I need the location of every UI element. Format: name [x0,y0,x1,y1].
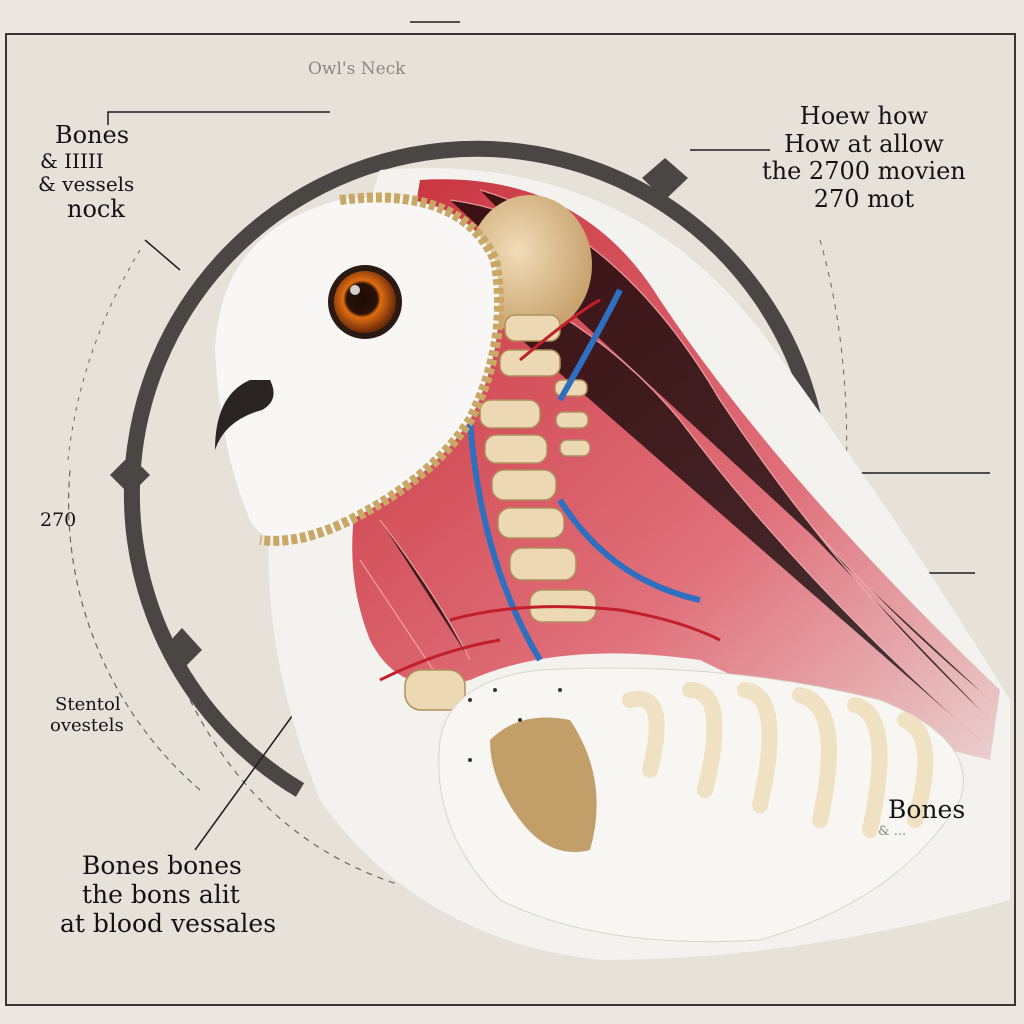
owl-beak [215,380,274,450]
label-top-right: Hoew how How at allow the 2700 movien 27… [762,102,966,213]
label-mid-left: Stentol ovestels [50,694,124,736]
blood-vessels [467,288,701,662]
label-line: Stentol [55,694,121,715]
label-line: Hoew how [799,102,928,130]
label-line: Bones [888,795,966,824]
cervical-vertebrae [404,314,597,711]
label-line: 270 mot [813,184,915,213]
label-line: How at allow [783,129,944,158]
label-line: nock [67,194,125,223]
label-line: the bons alit [82,879,240,909]
label-bottom-right: Bones & ... [878,795,966,840]
label-line: ovestels [50,714,124,736]
ring-marker-bottom-left [162,628,202,670]
owl-head [215,192,505,546]
label-line: & vessels [38,171,135,196]
label-line: the 2700 movien [762,157,966,186]
label-line: & IIIII [40,148,104,173]
label-line: Bones bones [82,851,242,880]
diagram-title: Owl's Neck [308,59,406,79]
label-line: & ... [878,823,907,839]
ring-marker-top [642,158,688,200]
label-bottom-left: Bones bones the bons alit at blood vessa… [60,851,277,938]
label-line: at blood vessales [60,908,277,938]
label-line: Bones [55,121,130,149]
ring-marker-left [110,455,150,495]
label-top-left: Bones & IIIII & vessels nock [38,121,134,223]
owl-eye [334,271,396,333]
label-degrees: 270 [40,509,77,531]
ribs [622,682,934,838]
